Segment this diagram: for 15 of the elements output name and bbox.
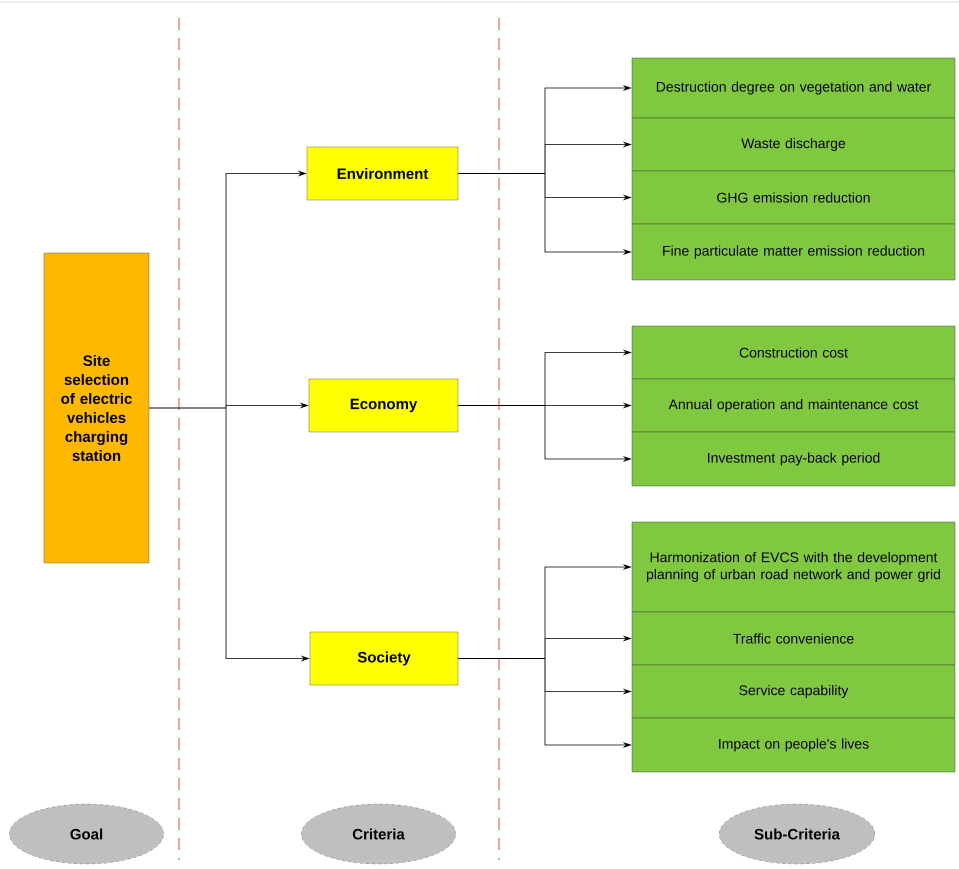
- sub-criterion-box: Investment pay-back period: [632, 432, 956, 486]
- goal-box: Site selection of electric vehicles charging station: [44, 252, 150, 564]
- sub-criterion-box: Destruction degree on vegetation and water: [632, 58, 956, 118]
- sub-criterion-box: Annual operation and maintenance cost: [632, 378, 956, 432]
- sub-criterion-box: Impact on people's lives: [632, 718, 956, 772]
- sub-criterion-box: Service capability: [632, 664, 956, 718]
- criterion-box: Economy: [308, 378, 458, 432]
- sub-criterion-box: Traffic convenience: [632, 612, 956, 666]
- sub-criterion-box: GHG emission reduction: [632, 170, 956, 224]
- sub-criterion-box: Fine particulate matter emission reduction: [632, 224, 956, 280]
- sub-criterion-box: Waste discharge: [632, 118, 956, 172]
- sub-criterion-box: Construction cost: [632, 326, 956, 380]
- sub-criterion-box: Harmonization of EVCS with the development planning of urban road network and power grid: [632, 522, 956, 612]
- criterion-box: Society: [310, 632, 458, 686]
- criterion-box: Environment: [306, 146, 458, 200]
